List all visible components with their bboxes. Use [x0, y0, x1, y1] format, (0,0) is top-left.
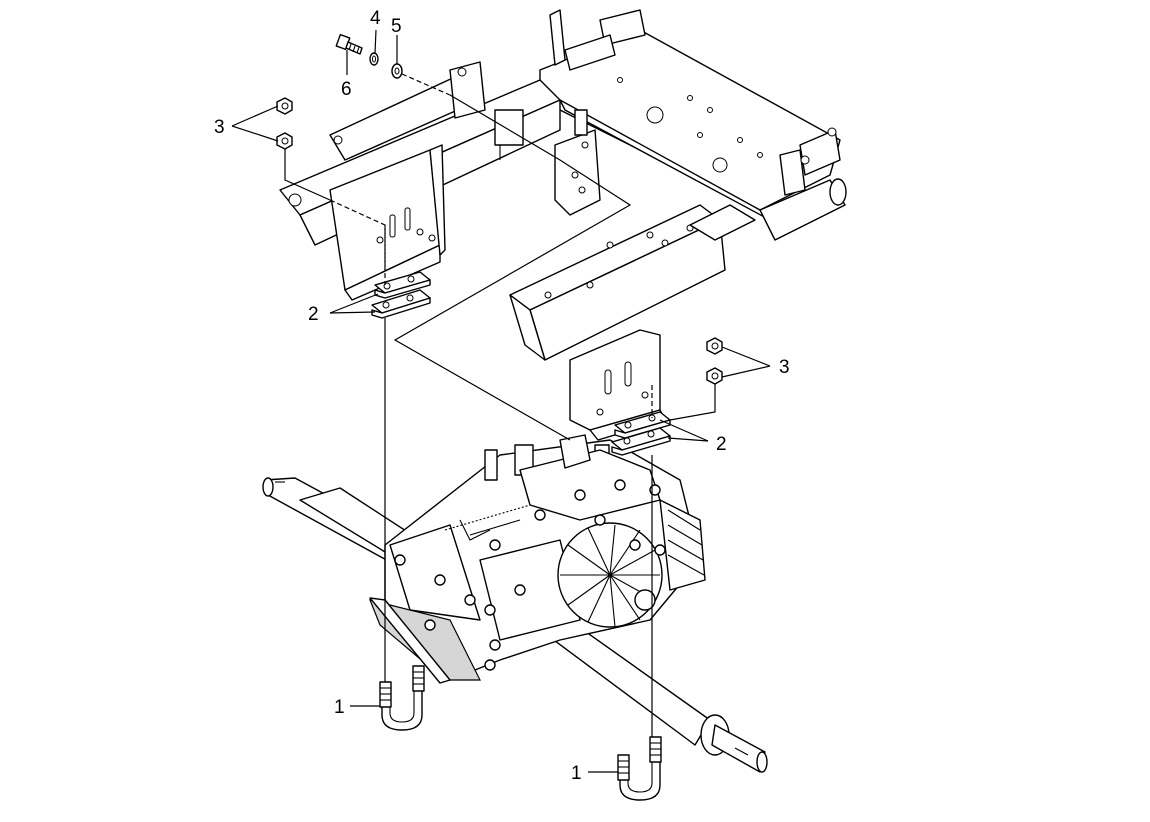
flat-washer [391, 63, 403, 79]
callout-6: 6 [341, 79, 352, 100]
callout-3-right: 3 [779, 357, 790, 378]
callout-leaders [231, 29, 771, 773]
nuts-left [276, 97, 293, 150]
cap-screw [335, 33, 363, 55]
callout-3-left: 3 [214, 117, 225, 138]
transaxle [262, 434, 768, 773]
u-bolt-right [617, 736, 662, 801]
chassis-frame [279, 9, 847, 441]
callout-1-left: 1 [334, 697, 345, 718]
callout-1-right: 1 [571, 763, 582, 784]
callout-2-left: 2 [308, 304, 319, 325]
callout-4: 4 [370, 8, 381, 29]
callout-labels: 6 4 5 3 2 3 2 1 1 [214, 8, 790, 784]
spacer-plates-left [371, 271, 431, 319]
nuts-right [706, 337, 723, 385]
u-bolt-left [379, 665, 425, 731]
callout-2-right: 2 [716, 434, 727, 455]
lock-washer [369, 52, 379, 66]
assembly-lines [284, 73, 716, 737]
callout-5: 5 [391, 16, 402, 37]
